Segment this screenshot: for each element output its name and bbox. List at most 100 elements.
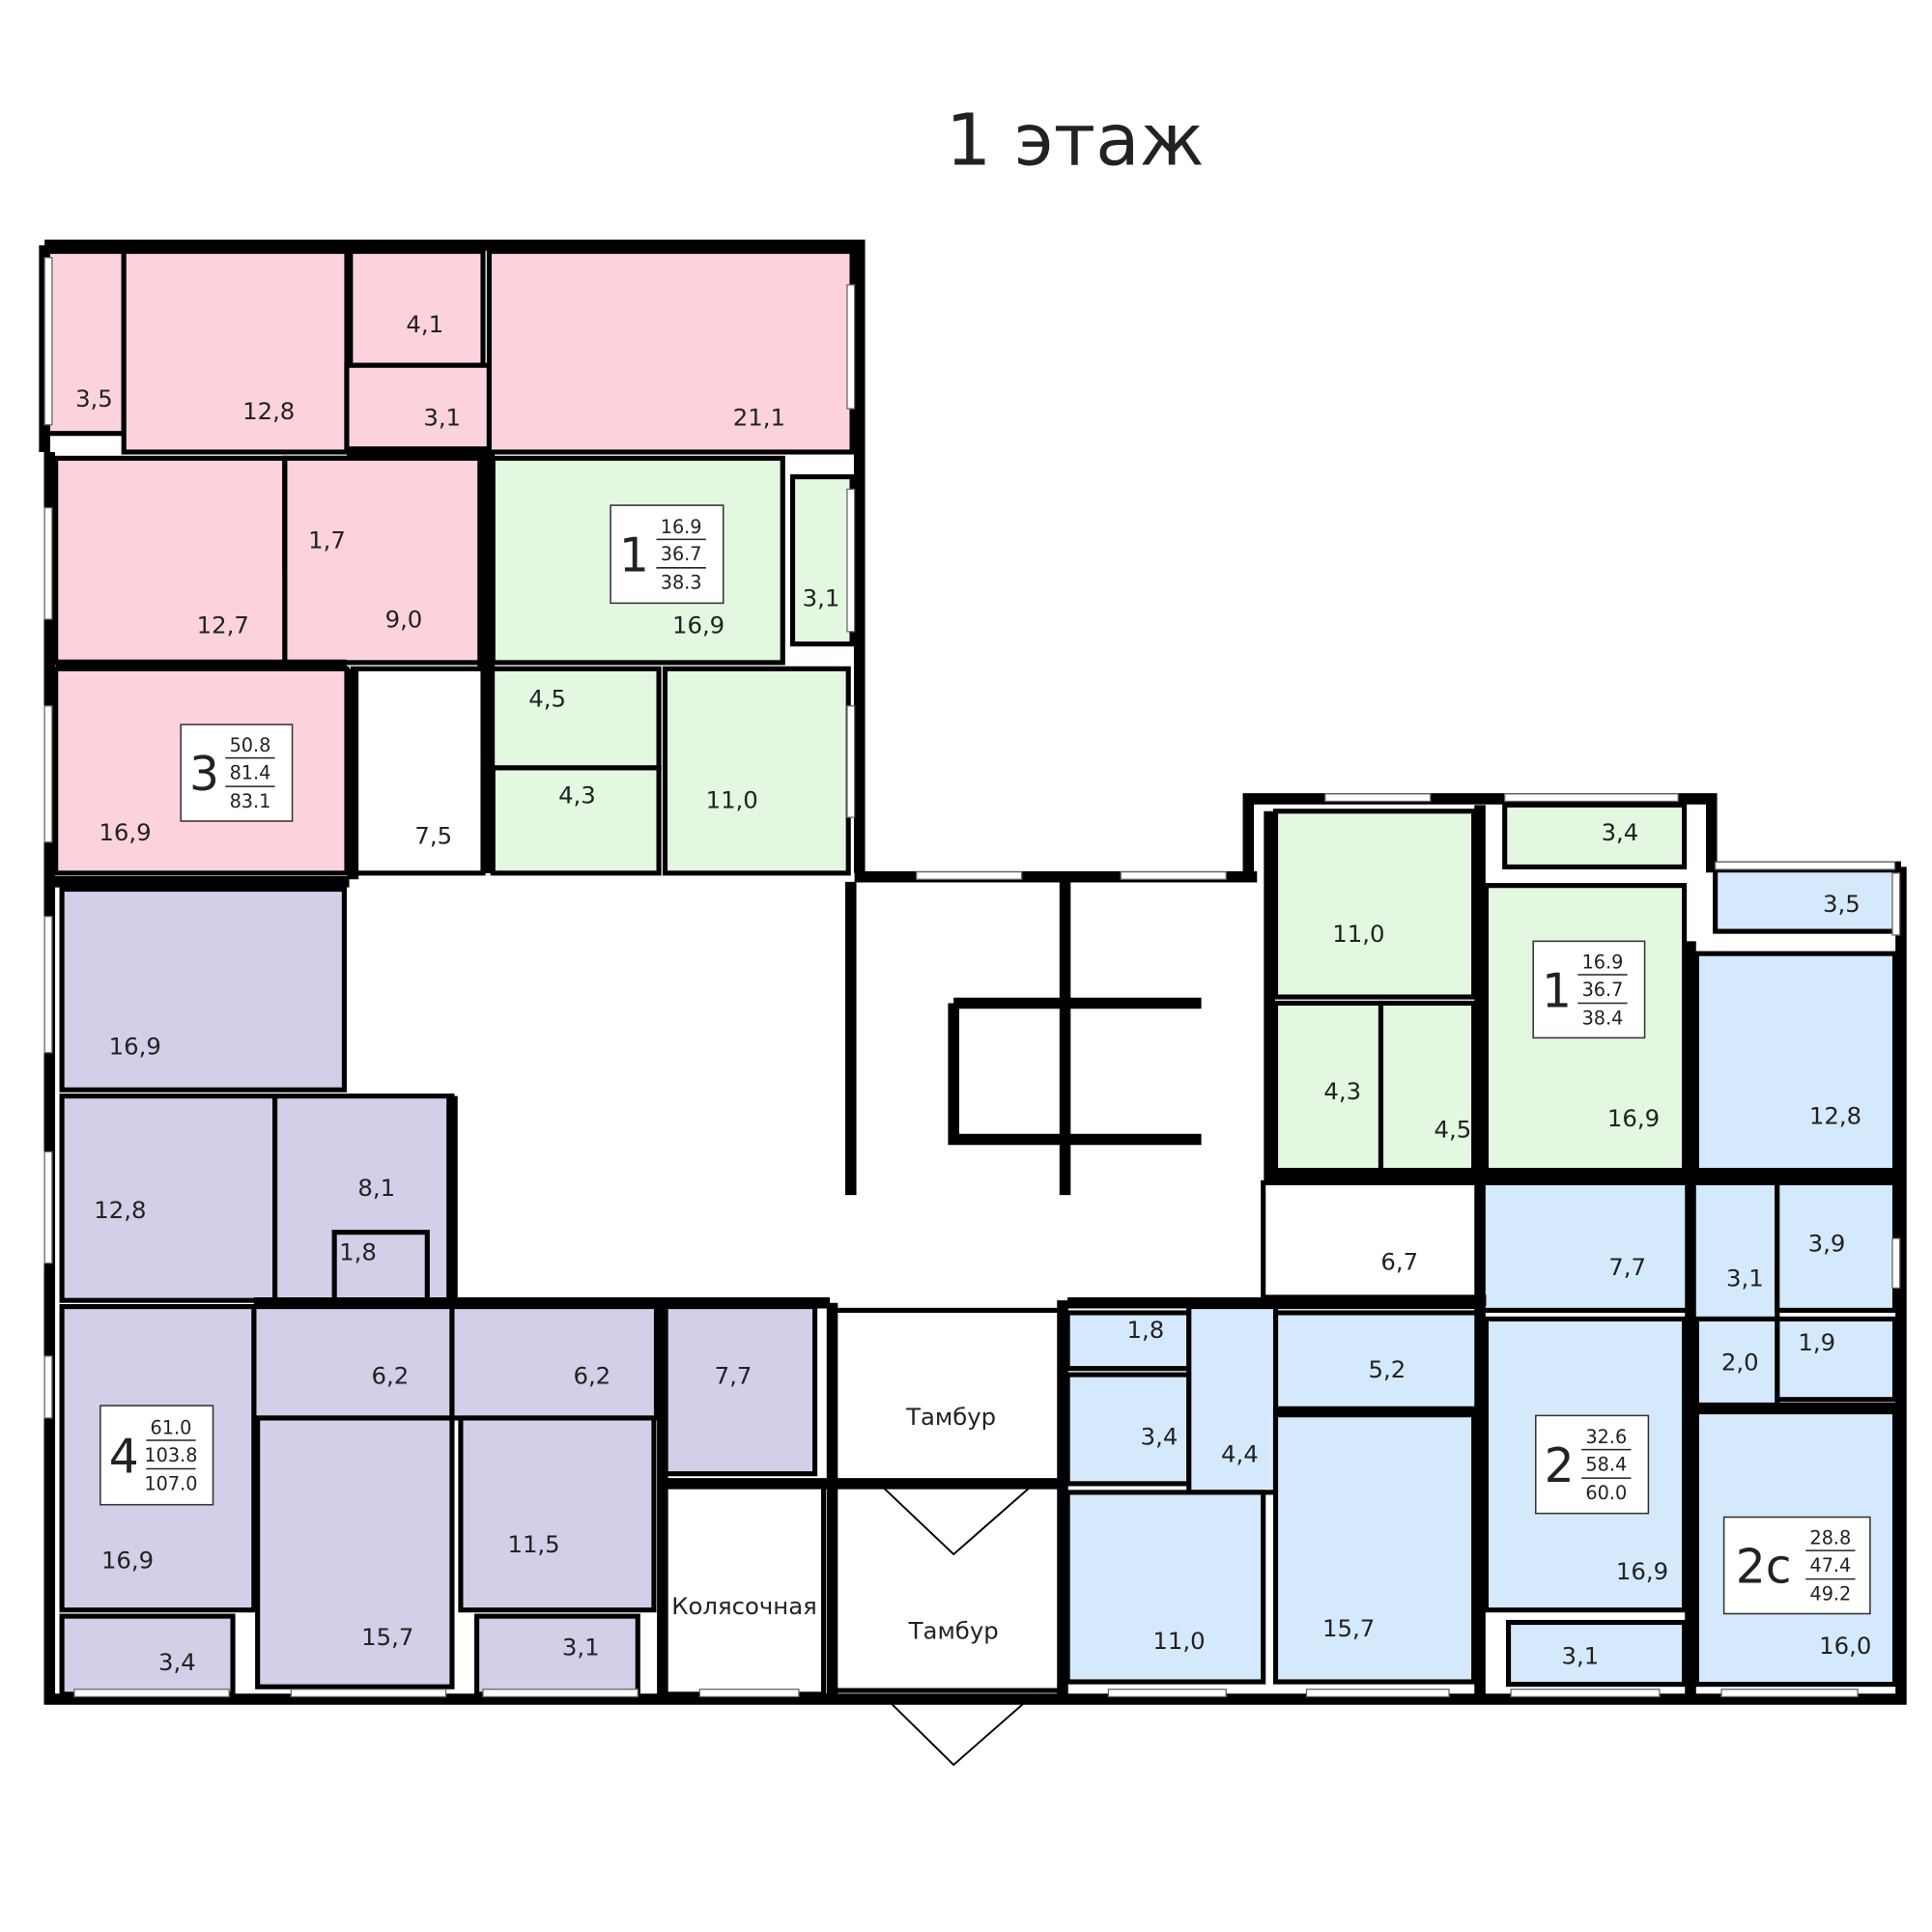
room-area-label: 4,4	[1221, 1439, 1259, 1467]
room-1	[1483, 883, 1688, 1174]
room-area-label: 11,5	[507, 1530, 559, 1558]
room-3	[42, 248, 127, 437]
room-common	[829, 1483, 1065, 1693]
room-area-label: 11,0	[1332, 920, 1384, 948]
window	[1715, 861, 1896, 870]
window	[43, 257, 53, 426]
room-area-label: 11,0	[706, 785, 758, 813]
room-4	[59, 1304, 257, 1613]
room-4	[59, 1094, 278, 1303]
apartment-total: 58.4	[1585, 1453, 1627, 1475]
entrance-door-icon	[881, 1693, 1036, 1767]
wall	[44, 240, 866, 873]
window	[43, 705, 53, 843]
room-2	[1272, 1408, 1477, 1685]
room-area-label: 1,8	[1127, 1316, 1165, 1344]
room-area-label: 1,8	[339, 1237, 377, 1265]
apartment-rooms-count: 4	[109, 1430, 139, 1484]
room-area-label: Тамбур	[905, 1403, 996, 1431]
room-2c	[1775, 1316, 1898, 1403]
room-common	[660, 1483, 827, 1697]
apartment-total: 36.7	[661, 543, 702, 565]
apartment-badge: 350.881.483.1	[180, 724, 294, 822]
room-area-label: 15,7	[361, 1623, 413, 1651]
room-area-label: 4,5	[528, 684, 566, 712]
room-area-label: 1,9	[1798, 1328, 1835, 1356]
room-area-label: 16,9	[1616, 1557, 1668, 1585]
room-3	[344, 362, 492, 455]
apartment-rooms-count: 1	[1542, 964, 1572, 1018]
room-area-label: 12,8	[242, 397, 295, 425]
room-4	[59, 886, 347, 1093]
room-4	[255, 1415, 455, 1690]
apartment-badge: 116.936.738.3	[610, 504, 724, 605]
room-1	[1378, 1000, 1477, 1174]
badges-layer: 350.881.483.1116.936.738.3116.936.738.44…	[99, 504, 1871, 1615]
room-1	[1502, 802, 1688, 870]
apartment-total: 47.4	[1809, 1554, 1851, 1577]
apartment-total-with-loggia: 107.0	[144, 1472, 197, 1494]
room-area-label: 3,4	[1141, 1422, 1179, 1450]
room-4	[660, 1304, 818, 1477]
room-area-label: 9,0	[385, 605, 423, 633]
apartment-badge: 232.658.460.0	[1534, 1414, 1650, 1515]
window	[43, 1151, 53, 1264]
window	[1720, 1689, 1859, 1698]
room-3	[486, 248, 855, 455]
apartment-rooms-count: 2с	[1736, 1540, 1792, 1594]
room-1	[1272, 809, 1477, 1000]
room-3	[121, 248, 350, 455]
entrance-door-icon	[881, 1483, 1036, 1556]
room-area-label: 7,5	[414, 822, 452, 850]
room-area-label: 21,1	[733, 403, 785, 431]
apartment-total: 36.7	[1582, 979, 1624, 1001]
window	[916, 870, 1023, 880]
room-area-label: 3,1	[423, 403, 461, 431]
room-area-label: 2,0	[1721, 1349, 1759, 1377]
apartment-living: 28.8	[1809, 1527, 1851, 1549]
room-1	[789, 474, 855, 647]
window	[1120, 870, 1227, 880]
room-4	[331, 1230, 430, 1303]
window	[846, 284, 856, 410]
room-area-label: Колясочная	[671, 1592, 817, 1620]
room-area-label: 15,7	[1322, 1614, 1375, 1642]
room-area-label: 6,2	[573, 1362, 611, 1390]
room-2c	[1477, 1179, 1693, 1313]
window	[43, 1355, 53, 1419]
apartment-total-with-loggia: 38.3	[661, 572, 702, 594]
window	[1305, 1689, 1450, 1698]
room-area-label: 3,1	[1726, 1264, 1764, 1292]
apartment-living: 50.8	[230, 734, 271, 756]
room-area-label: 12,7	[197, 611, 249, 639]
room-common	[1261, 1179, 1483, 1310]
room-area-label: 16,9	[109, 1033, 161, 1061]
window	[43, 507, 53, 620]
apartment-living: 16.9	[1582, 952, 1624, 974]
apartment-total-with-loggia: 38.4	[1582, 1007, 1624, 1029]
wall	[1264, 810, 1901, 1182]
room-2c	[1693, 1316, 1780, 1408]
room-area-label: 16,9	[99, 818, 151, 846]
window	[43, 916, 53, 1054]
room-area-label: 16,0	[1819, 1632, 1871, 1660]
apartment-living: 32.6	[1585, 1426, 1627, 1448]
room-3	[53, 455, 288, 666]
apartment-living: 16.9	[661, 516, 702, 538]
room-area-label: 6,2	[371, 1362, 409, 1390]
apartment-total: 103.8	[144, 1444, 197, 1466]
room-area-label: 3,4	[1602, 818, 1639, 846]
room-3	[348, 248, 486, 368]
room-area-label: 4,3	[558, 781, 596, 809]
window	[1891, 872, 1901, 936]
room-area-label: 11,0	[1152, 1627, 1205, 1655]
room-area-label: 4,3	[1323, 1077, 1361, 1105]
window	[73, 1689, 230, 1698]
room-area-label: 6,7	[1380, 1248, 1418, 1276]
room-area-label: 16,9	[101, 1547, 154, 1575]
apartment-living: 61.0	[151, 1417, 192, 1439]
room-3	[282, 455, 489, 666]
room-2	[1483, 1316, 1688, 1613]
window	[1324, 793, 1432, 803]
